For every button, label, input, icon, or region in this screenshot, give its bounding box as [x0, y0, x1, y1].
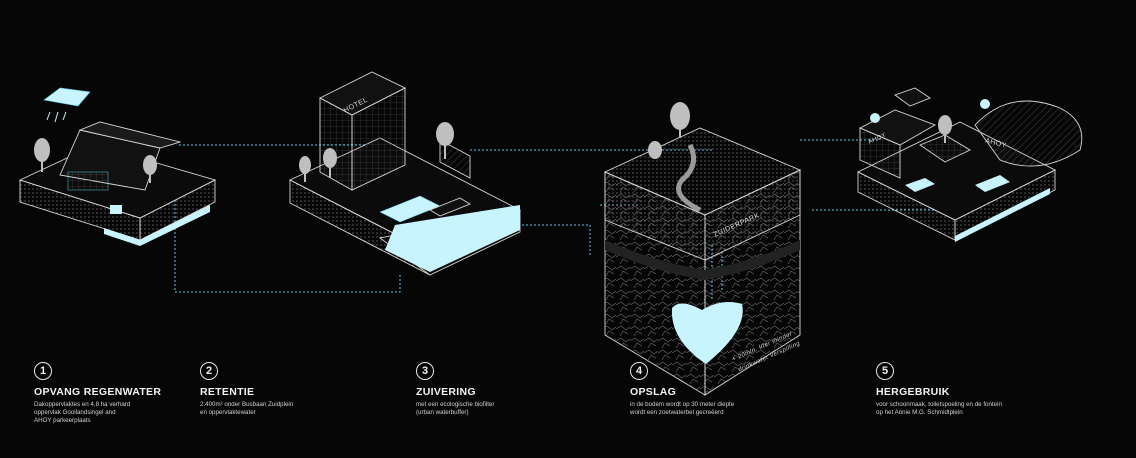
step-4-number: 4	[630, 362, 648, 380]
step-3-desc: met een ecologische biofilter(urban wate…	[416, 401, 495, 416]
step-2: 2 RETENTIE 2.400m² onder Busbaan Zuidple…	[200, 362, 390, 417]
step-3-title: ZUIVERING	[416, 386, 476, 398]
step-3-number: 3	[416, 362, 434, 380]
block-retention	[288, 71, 522, 276]
step-2-title: RETENTIE	[200, 386, 255, 398]
flow-lines	[174, 118, 956, 300]
block-rain-collection	[18, 87, 217, 246]
trees-block-4	[938, 115, 952, 143]
step-5-number: 5	[876, 362, 894, 380]
step-2-number: 2	[200, 362, 218, 380]
trees-block-3	[648, 102, 690, 159]
step-5-title: HERGEBRUIK	[876, 386, 950, 398]
step-1-title: OPVANG REGENWATER	[34, 386, 162, 398]
step-3: 3 ZUIVERING met een ecologische biofilte…	[416, 362, 606, 417]
trees-block-2	[299, 122, 454, 182]
step-5: 5 HERGEBRUIK voor schoonmaak, toiletspoe…	[876, 362, 1096, 417]
step-1: 1 OPVANG REGENWATER Dakoppervlaktes en 4…	[34, 362, 224, 425]
trees-block-1	[34, 138, 157, 183]
step-1-number: 1	[34, 362, 52, 380]
step-4: 4 OPSLAG in de bodem wordt op 30 meter d…	[630, 362, 820, 417]
step-4-title: OPSLAG	[630, 386, 677, 398]
step-5-desc: voor schoonmaak, toiletspoeling en de fo…	[876, 401, 1002, 416]
block-reuse	[856, 87, 1083, 242]
